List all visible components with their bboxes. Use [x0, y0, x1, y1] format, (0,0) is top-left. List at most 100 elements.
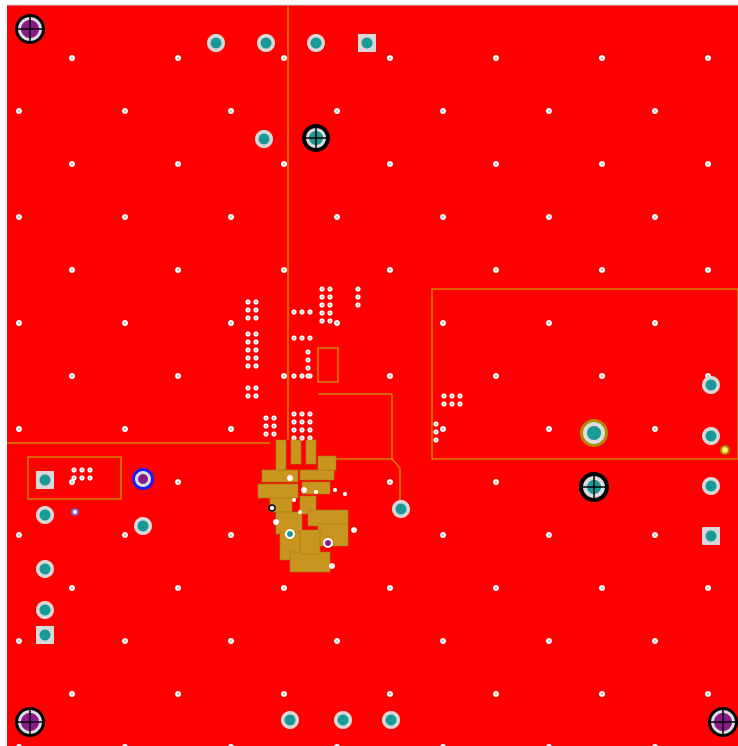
round-pad[interactable]: [36, 560, 54, 578]
stitch-via: [440, 214, 446, 220]
ic-footprint-vias: [268, 475, 357, 569]
round-pad[interactable]: [702, 477, 720, 495]
round-pad[interactable]: [702, 427, 720, 445]
ic-footprint[interactable]: [257, 439, 349, 573]
stitch-via: [387, 479, 393, 485]
stitch-via: [122, 320, 128, 326]
stitch-via: [705, 691, 711, 697]
via-cluster: [291, 335, 313, 341]
stitch-via: [16, 108, 22, 114]
stitch-via: [334, 214, 340, 220]
stitch-via: [228, 320, 234, 326]
stitch-via: [440, 532, 446, 538]
stitch-via: [599, 267, 605, 273]
stitch-via: [228, 108, 234, 114]
stitch-via: [546, 108, 552, 114]
via-cluster: [245, 299, 259, 321]
stitch-via: [69, 161, 75, 167]
stitch-via: [122, 108, 128, 114]
round-pad[interactable]: [257, 34, 275, 52]
stitch-via: [546, 214, 552, 220]
stitch-via: [16, 532, 22, 538]
via-cluster: [291, 411, 313, 441]
round-pad[interactable]: [334, 711, 352, 729]
highlighted-pad[interactable]: [132, 468, 154, 490]
stitch-via: [175, 267, 181, 273]
mounting-hole-bottom-right[interactable]: [708, 707, 738, 737]
via-clusters: [71, 286, 463, 481]
stitch-via: [493, 55, 499, 61]
stitch-via: [705, 267, 711, 273]
stitch-via: [281, 585, 287, 591]
round-pad[interactable]: [307, 34, 325, 52]
stitch-via: [493, 691, 499, 697]
stitch-via: [705, 55, 711, 61]
stitch-via: [705, 585, 711, 591]
stitch-via: [228, 426, 234, 432]
stitch-via: [175, 161, 181, 167]
small-blue-via: [71, 508, 79, 516]
stitch-via: [705, 161, 711, 167]
gold-ring-pad[interactable]: [580, 419, 608, 447]
stitch-via: [546, 638, 552, 644]
stitch-via: [228, 638, 234, 644]
mounting-hole-top-mid[interactable]: [302, 124, 330, 152]
stitch-via: [493, 585, 499, 591]
stitch-via: [281, 161, 287, 167]
stitch-via: [16, 638, 22, 644]
stitch-via: [652, 426, 658, 432]
square-pad[interactable]: [36, 626, 54, 644]
round-pad[interactable]: [207, 34, 225, 52]
round-pad[interactable]: [281, 711, 299, 729]
stitch-via: [493, 161, 499, 167]
round-pad[interactable]: [134, 517, 152, 535]
via-cluster: [305, 349, 311, 379]
round-pad[interactable]: [702, 376, 720, 394]
stitch-via: [69, 373, 75, 379]
square-pad[interactable]: [702, 527, 720, 545]
stitch-via: [281, 267, 287, 273]
round-pad[interactable]: [36, 506, 54, 524]
stitch-via: [546, 532, 552, 538]
stitch-via: [493, 479, 499, 485]
stitch-via: [599, 691, 605, 697]
round-pad[interactable]: [382, 711, 400, 729]
stitch-via: [440, 320, 446, 326]
stitch-via: [281, 55, 287, 61]
small-gold-pad[interactable]: [720, 445, 730, 455]
round-pad[interactable]: [36, 601, 54, 619]
via-cluster: [263, 415, 277, 437]
stitch-via: [652, 320, 658, 326]
stitch-via: [175, 585, 181, 591]
via-cluster: [291, 309, 313, 315]
via-cluster: [319, 286, 333, 324]
mounting-hole-right-mid[interactable]: [579, 472, 609, 502]
through-hole-pads[interactable]: [36, 34, 720, 729]
via-cluster: [245, 331, 259, 369]
square-pad[interactable]: [36, 471, 54, 489]
stitch-via: [546, 426, 552, 432]
stitch-via: [69, 585, 75, 591]
mounting-hole-bottom-left[interactable]: [15, 707, 45, 737]
mounting-hole-top-left[interactable]: [15, 14, 45, 44]
stitch-via: [652, 214, 658, 220]
stitch-via: [122, 638, 128, 644]
square-pad[interactable]: [358, 34, 376, 52]
stitch-via: [599, 55, 605, 61]
via-grid: [16, 55, 711, 746]
round-pad[interactable]: [392, 500, 410, 518]
stitch-via: [16, 426, 22, 432]
stitch-via: [175, 479, 181, 485]
stitch-via: [69, 691, 75, 697]
stitch-via: [281, 373, 287, 379]
via-cluster: [355, 286, 361, 308]
region-outlines: [7, 6, 738, 505]
round-pad[interactable]: [255, 130, 273, 148]
via-cluster: [433, 421, 439, 443]
stitch-via: [175, 691, 181, 697]
stitch-via: [69, 267, 75, 273]
stitch-via: [440, 426, 446, 432]
stitch-via: [334, 638, 340, 644]
stitch-via: [599, 373, 605, 379]
